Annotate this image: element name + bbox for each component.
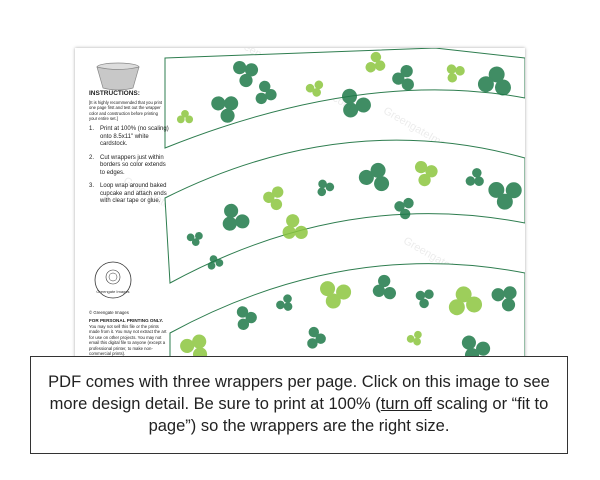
- step: 1.Print at 100% (no scaling) onto 8.5x11…: [89, 126, 169, 147]
- svg-text:Greengate Images: Greengate Images: [96, 289, 129, 294]
- turn-off-text: turn off: [380, 395, 432, 414]
- caption-text: PDF comes with three wrappers per page. …: [48, 373, 550, 435]
- cupcake-wrapper-icon: [96, 62, 140, 91]
- license-text: © Greengate Images FOR PERSONAL PRINTING…: [89, 310, 167, 356]
- instructions-title: INSTRUCTIONS:: [89, 90, 140, 97]
- step: 2.Cut wrappers just within borders so co…: [89, 154, 166, 176]
- caption-box: PDF comes with three wrappers per page. …: [30, 356, 568, 454]
- instruction-steps: 1.Print at 100% (no scaling) onto 8.5x11…: [89, 126, 169, 212]
- wrapper-3: [169, 263, 525, 368]
- greengate-logo-seal: Greengate Images: [94, 261, 132, 299]
- instructions-note: [It is highly recommended that you print…: [89, 100, 163, 121]
- step: 3.Loop wrap around baked cupcake and att…: [89, 183, 167, 204]
- cupcake-wrappers: [164, 48, 525, 368]
